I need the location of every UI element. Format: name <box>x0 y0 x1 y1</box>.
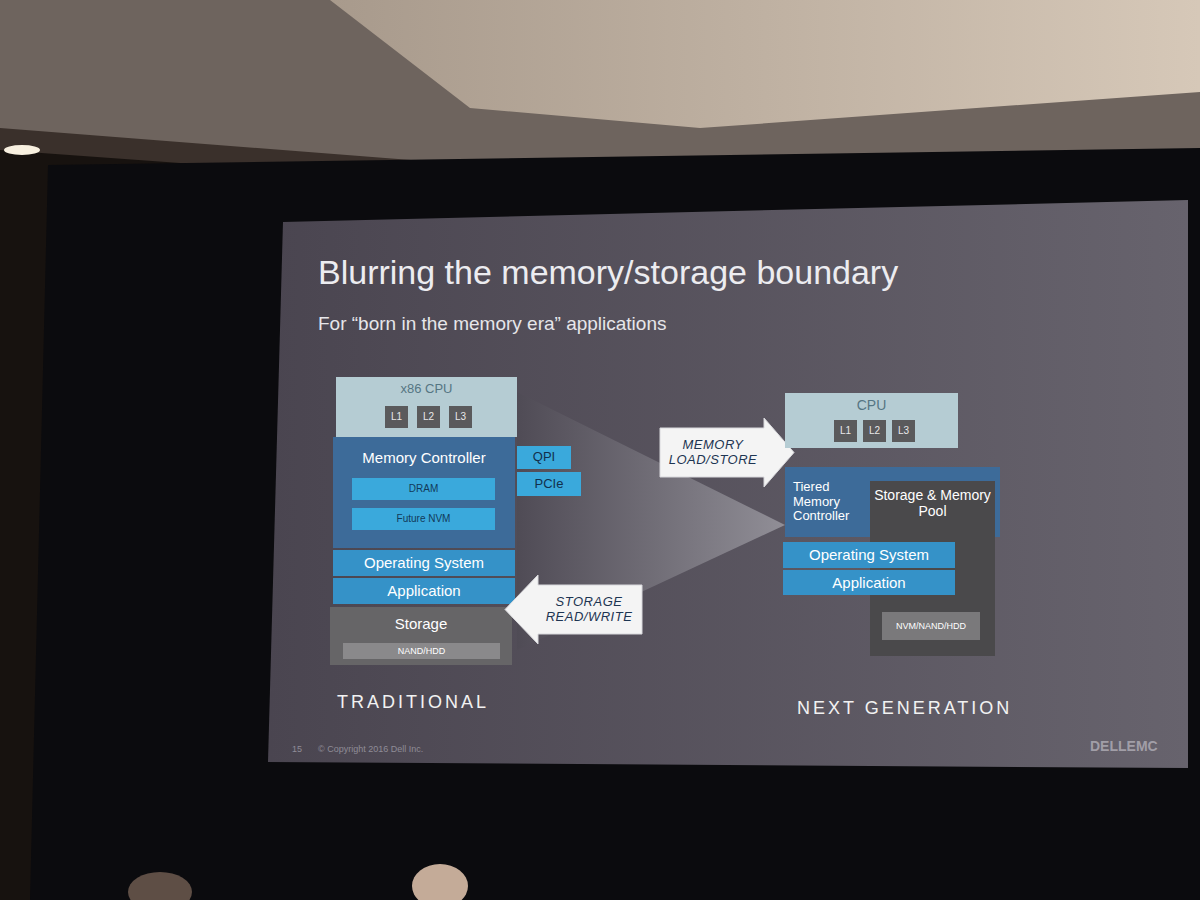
node-text: DRAM <box>409 483 438 495</box>
node-text: Future NVM <box>397 513 451 525</box>
audience-head <box>412 864 468 900</box>
cache-level-box: L3 <box>892 420 915 442</box>
memory-controller-box: Memory ControllerDRAM Future NVM <box>333 437 515 548</box>
column-heading: NEXT GENERATION <box>797 698 1012 719</box>
memory-module-bar: Future NVM <box>352 508 495 530</box>
node-text: Storage & Memory Pool <box>874 487 991 519</box>
ceiling-light <box>4 145 40 155</box>
cache-level-box: L1 <box>834 420 857 442</box>
node-text: L3 <box>898 425 909 437</box>
cache-level-box: L2 <box>863 420 886 442</box>
node-text: Operating System <box>364 554 484 571</box>
node-text: NVM/NAND/HDD <box>896 621 966 631</box>
block-arrow-right: MEMORY LOAD/STORE <box>660 418 794 487</box>
interface-tab: PCIe <box>517 472 581 496</box>
memory-pool-box: Storage & Memory PoolNVM/NAND/HDD <box>870 481 995 656</box>
audience-head <box>128 872 192 900</box>
company-logo: DELLEMC <box>1090 738 1158 754</box>
cache-level-box: L2 <box>417 406 440 428</box>
media-bar: NAND/HDD <box>343 643 500 659</box>
node-text: Tiered Memory Controller <box>793 480 875 525</box>
arrow-shape <box>505 575 642 644</box>
slide-background <box>268 200 1188 768</box>
software-layer-bar: Operating System <box>333 550 515 576</box>
cache-level-box: L1 <box>385 406 408 428</box>
cpu-box: CPU L1 L2 L3 <box>785 393 958 448</box>
node-text: L3 <box>455 411 466 423</box>
column-heading: TRADITIONAL <box>337 692 489 713</box>
memory-module-bar: DRAM <box>352 478 495 500</box>
software-layer-bar: Application <box>783 570 955 595</box>
cpu-box: x86 CPU L1 L2 L3 <box>336 377 517 437</box>
copyright-note: © Copyright 2016 Dell Inc. <box>318 744 423 754</box>
node-text: L2 <box>423 411 434 423</box>
software-layer-bar: Application <box>333 578 515 604</box>
slide-subtitle: For “born in the memory era” application… <box>318 313 666 335</box>
node-text: Memory Controller <box>362 449 485 466</box>
block-arrow-left: STORAGE READ/WRITE <box>505 575 642 644</box>
node-text: Storage <box>395 615 448 632</box>
media-bar: NVM/NAND/HDD <box>882 612 980 640</box>
ceiling-recess <box>330 0 1200 128</box>
slide-number: 15 <box>292 744 302 754</box>
node-text: L1 <box>840 425 851 437</box>
node-text: L1 <box>391 411 402 423</box>
node-text: STORAGE READ/WRITE <box>540 595 638 625</box>
slide-title: Blurring the memory/storage boundary <box>318 253 898 292</box>
node-text: CPU <box>857 397 887 413</box>
storage-box: StorageNAND/HDD <box>330 607 512 665</box>
node-text: Application <box>387 582 460 599</box>
node-text: Operating System <box>809 546 929 563</box>
screen-frame <box>30 148 1200 900</box>
arrow-shape <box>660 418 794 487</box>
node-text: QPI <box>533 450 555 465</box>
cache-level-box: L3 <box>449 406 472 428</box>
node-text: x86 CPU <box>400 382 452 397</box>
node-text: NAND/HDD <box>398 646 446 656</box>
node-text: L2 <box>869 425 880 437</box>
software-layer-bar: Operating System <box>783 542 955 568</box>
node-text: MEMORY LOAD/STORE <box>664 438 762 468</box>
node-text: PCIe <box>535 477 564 492</box>
interface-tab: QPI <box>517 446 571 469</box>
node-text: Application <box>832 574 905 591</box>
